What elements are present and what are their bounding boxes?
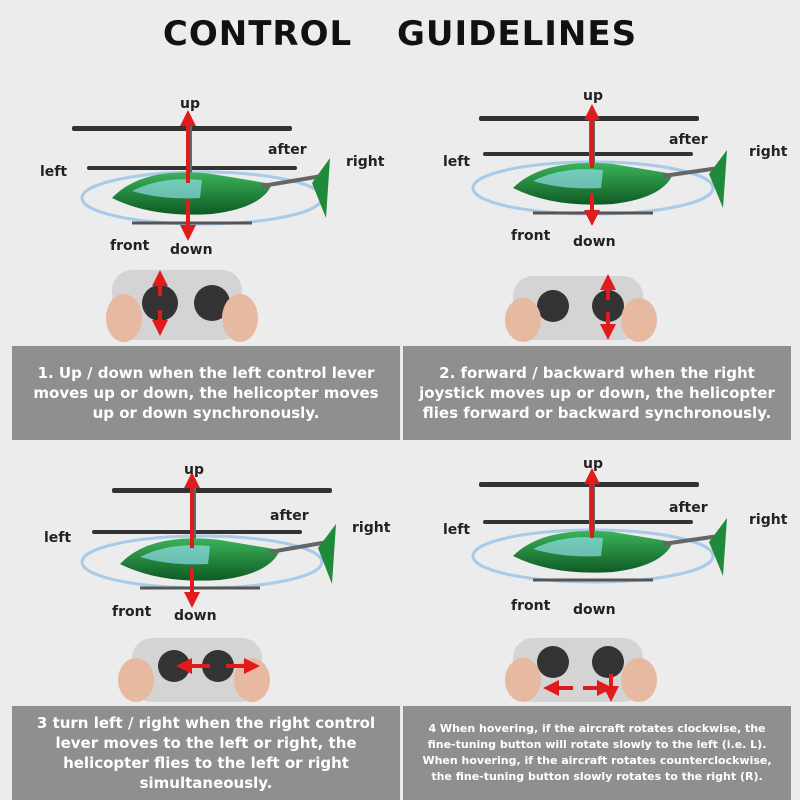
caption-panel-3: 3 turn left / right when the right contr… [12, 706, 400, 800]
caption-panel-4: 4 When hovering, if the aircraft rotates… [403, 706, 791, 800]
page-title: CONTROL GUIDELINES [0, 14, 800, 54]
panel-4: up after left right front down 4 When ho… [403, 448, 791, 800]
label-down: down [573, 602, 616, 618]
label-up: up [583, 456, 603, 472]
panel-3: up after left right front down 3 turn le… [12, 448, 400, 800]
helicopter-illustration [72, 110, 330, 342]
label-up: up [180, 96, 200, 112]
caption-text: 4 When hovering, if the aircraft rotates… [422, 722, 772, 783]
label-left: left [40, 164, 68, 180]
label-right: right [352, 520, 391, 536]
label-left: left [443, 154, 471, 170]
label-front: front [511, 228, 551, 244]
label-after: after [268, 142, 307, 158]
label-front: front [112, 604, 152, 620]
caption-text: 1. Up / down when the left control lever… [33, 364, 379, 422]
label-front: front [511, 598, 551, 614]
label-up: up [184, 462, 204, 478]
caption-panel-1: 1. Up / down when the left control lever… [12, 346, 400, 440]
label-left: left [443, 522, 471, 538]
label-front: front [110, 238, 150, 254]
caption-text: 3 turn left / right when the right contr… [36, 714, 376, 792]
caption-panel-2: 2. forward / backward when the right joy… [403, 346, 791, 440]
label-right: right [346, 154, 385, 170]
caption-text: 2. forward / backward when the right joy… [419, 364, 775, 422]
label-up: up [583, 88, 603, 104]
label-after: after [669, 500, 708, 516]
label-left: left [44, 530, 72, 546]
label-after: after [669, 132, 708, 148]
helicopter-illustration [80, 472, 336, 702]
label-right: right [749, 512, 788, 528]
helicopter-illustration [471, 468, 727, 702]
label-down: down [170, 242, 213, 258]
panel-2: up after left right front down 2. forwar… [403, 88, 791, 440]
title-word-guidelines: GUIDELINES [397, 14, 638, 54]
label-right: right [749, 144, 788, 160]
panel-1: up after left right front down 1. Up / d… [12, 88, 400, 440]
label-down: down [573, 234, 616, 250]
title-word-control: CONTROL [162, 14, 353, 54]
label-down: down [174, 608, 217, 624]
label-after: after [270, 508, 309, 524]
helicopter-illustration [471, 104, 727, 342]
